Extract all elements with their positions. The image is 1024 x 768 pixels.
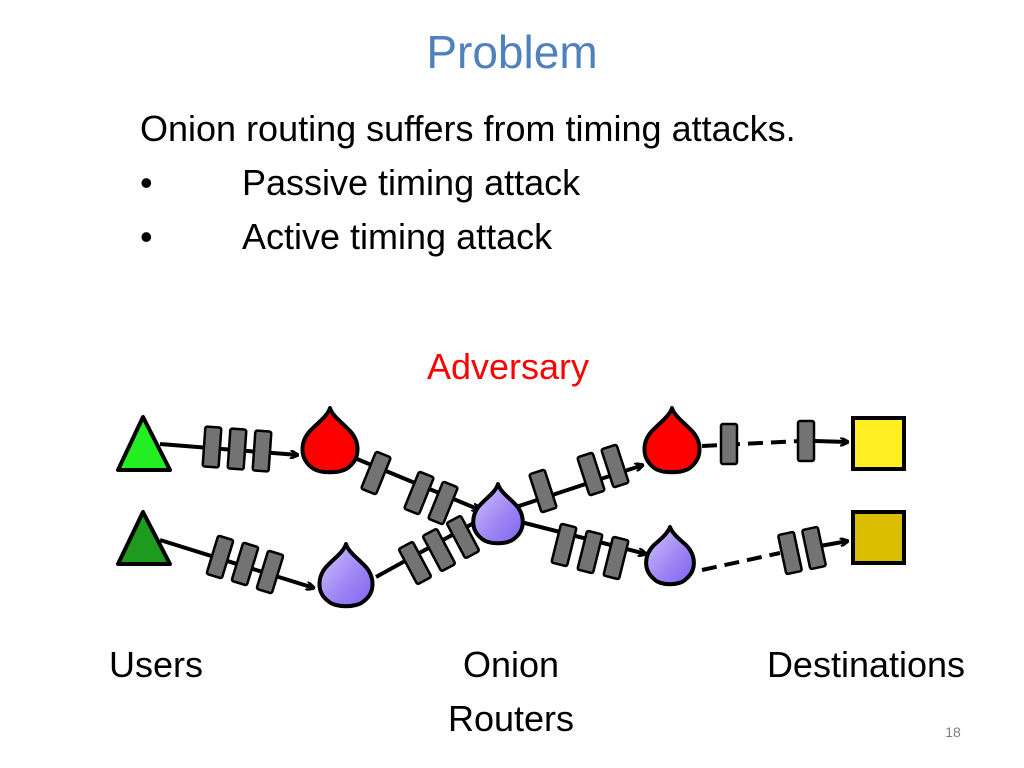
packet: [251, 429, 273, 473]
path-router-to-destination-top: [701, 439, 801, 448]
path-router-to-destination-bottom: [701, 551, 781, 572]
packet: [205, 534, 235, 580]
slide-number: 18: [945, 724, 961, 740]
packet: [576, 451, 606, 497]
onion-router-compromised-2: [642, 406, 702, 475]
bullet-text: Active timing attack: [242, 216, 553, 257]
packet: [576, 529, 604, 575]
slide-title: Problem: [426, 26, 598, 78]
onion-router-honest-left: [317, 542, 375, 609]
packet: [230, 541, 260, 587]
destinations-label: Destinations: [766, 644, 966, 685]
path-router-to-destination-bottom-end: [819, 541, 848, 548]
bullet-text: Passive timing attack: [242, 162, 581, 203]
adversary-label: Adversary: [426, 346, 590, 387]
packet: [550, 522, 578, 568]
destination-square-top: [851, 416, 906, 471]
onion-routers-label-line1: Onion: [462, 644, 560, 685]
packet: [398, 541, 432, 585]
packet: [422, 528, 456, 572]
packet: [226, 427, 248, 471]
intro-text: Onion routing suffers from timing attack…: [140, 108, 796, 149]
onion-router-compromised-1: [300, 406, 360, 475]
packet: [777, 530, 803, 576]
packet: [801, 525, 827, 571]
bullet-marker: •: [140, 162, 153, 203]
packet: [796, 419, 816, 463]
packet: [528, 468, 558, 514]
packet: [446, 515, 480, 559]
users-label: Users: [108, 644, 203, 685]
onion-router-honest-middle: [471, 482, 525, 546]
path-router-to-destination-top-end: [814, 441, 848, 442]
onion-router-honest-right: [644, 525, 696, 587]
user-triangle-bottom: [116, 510, 172, 566]
user-triangle-top: [116, 415, 172, 472]
packet: [255, 549, 285, 595]
onion-routers-label-line2: Routers: [447, 698, 575, 739]
packet: [600, 443, 630, 489]
packets: [201, 419, 827, 595]
packet: [427, 480, 459, 526]
packet: [719, 422, 739, 466]
destination-square-bottom: [851, 510, 906, 565]
packet: [201, 425, 223, 469]
bullet-marker: •: [140, 216, 153, 257]
packet: [602, 535, 630, 581]
packet: [403, 470, 435, 516]
packet: [360, 450, 392, 496]
